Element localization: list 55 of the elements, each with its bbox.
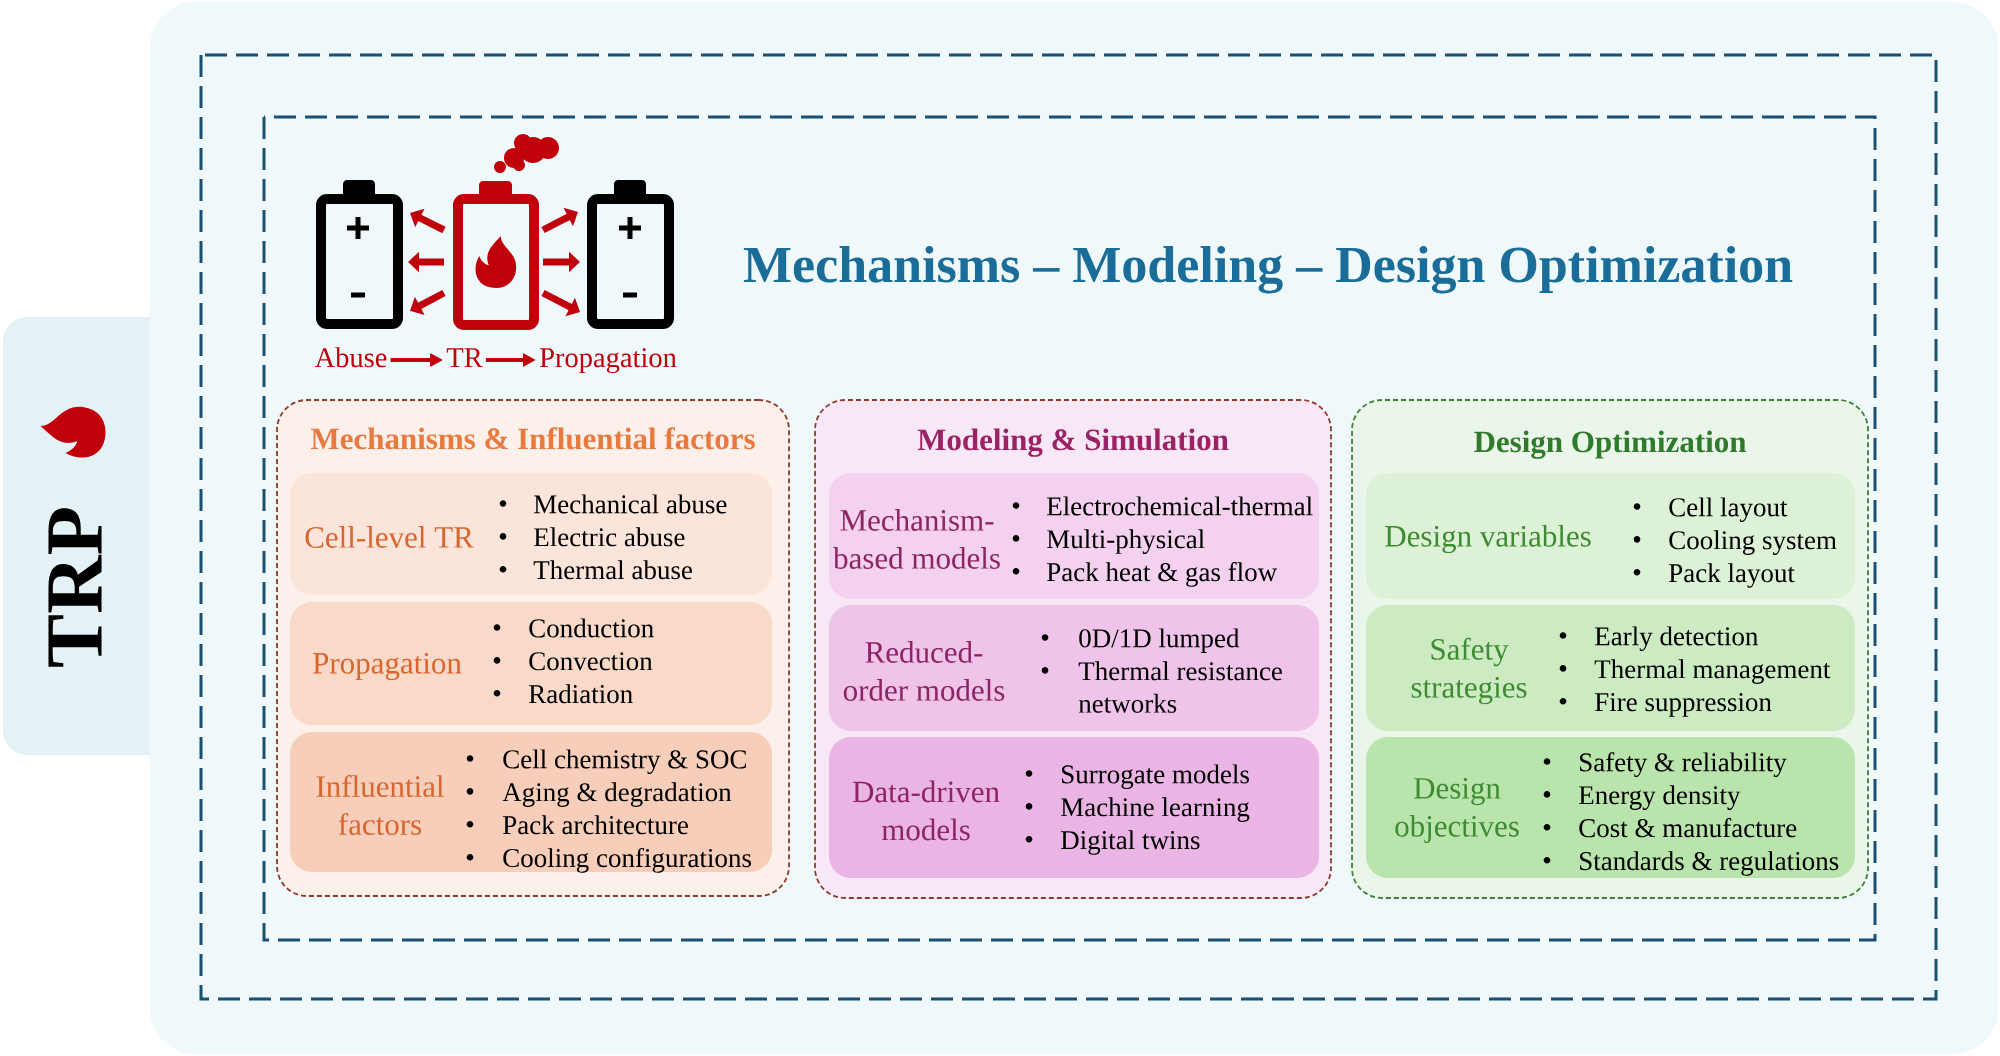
category-box <box>1366 605 1855 731</box>
tab-label: TRP <box>48 508 102 667</box>
list-item: Aging & degradation <box>502 782 732 807</box>
panel-heading: Modeling & Simulation <box>917 428 1229 457</box>
list-item: Cell layout <box>1669 497 1788 523</box>
list-item: Pack architecture <box>503 815 688 835</box>
stage-label: Abuse <box>314 347 387 368</box>
list-item: Pack heat & gas flow <box>1047 562 1278 587</box>
category-box <box>829 605 1319 731</box>
list-item: Thermal abuse <box>533 560 692 580</box>
category-label: Safety strategies <box>1411 637 1527 705</box>
category-label: Design variables <box>1385 524 1591 554</box>
list-item: 0D/1D lumped <box>1079 628 1240 653</box>
list-item: Mechanical abuse <box>534 494 727 514</box>
category-label: Mechanism-based models <box>833 509 1000 569</box>
list-item: Conduction <box>529 618 654 638</box>
list-item: Cooling configurations <box>503 847 751 873</box>
panel-heading: Mechanisms & Influential factors <box>310 427 755 450</box>
category-box <box>290 473 772 595</box>
list-item: Thermal resistance networks <box>1078 661 1282 713</box>
category-label: Cell-level TR <box>305 526 474 548</box>
list-item: Early detection <box>1595 626 1758 652</box>
list-item: Digital twins <box>1061 830 1200 855</box>
list-item: Energy density <box>1579 785 1741 810</box>
list-item: Pack layout <box>1669 563 1795 588</box>
list-item: Electric abuse <box>534 527 685 547</box>
category-label: Influential factors <box>316 774 444 836</box>
category-box <box>290 602 772 725</box>
stage-label: Propagation <box>539 348 677 374</box>
list-item: Thermal management <box>1594 659 1831 684</box>
category-box <box>1366 737 1855 878</box>
category-box <box>1366 473 1855 599</box>
list-item: Standards & regulations <box>1580 851 1839 876</box>
category-box <box>829 737 1319 878</box>
list-item: Fire suppression <box>1595 693 1772 717</box>
category-label: Data-driven models <box>852 780 1000 841</box>
category-box <box>829 473 1319 599</box>
side-tab <box>3 317 150 755</box>
list-item: Convection <box>529 652 653 671</box>
list-item: Cooling system <box>1669 530 1837 555</box>
category-box <box>290 732 772 873</box>
list-item: Radiation <box>529 684 633 704</box>
title: Mechanisms – Modeling – Design Optimization <box>743 245 1793 294</box>
list-item: Cell chemistry & SOC <box>503 749 746 775</box>
stage-label: TR <box>446 348 483 367</box>
list-item: Multi-physical <box>1047 529 1205 554</box>
list-item: Cost & manufacture <box>1579 818 1797 838</box>
category-label: Reduced-order models <box>843 641 1005 701</box>
list-item: Safety & reliability <box>1580 752 1787 778</box>
list-item: Electrochemical-thermal <box>1047 496 1313 516</box>
category-label: Propagation <box>313 652 462 681</box>
list-item: Machine learning <box>1061 797 1250 822</box>
category-label: Design objectives <box>1395 777 1519 844</box>
panel-heading: Design Optimization <box>1474 430 1747 459</box>
list-item: Surrogate models <box>1062 764 1249 790</box>
